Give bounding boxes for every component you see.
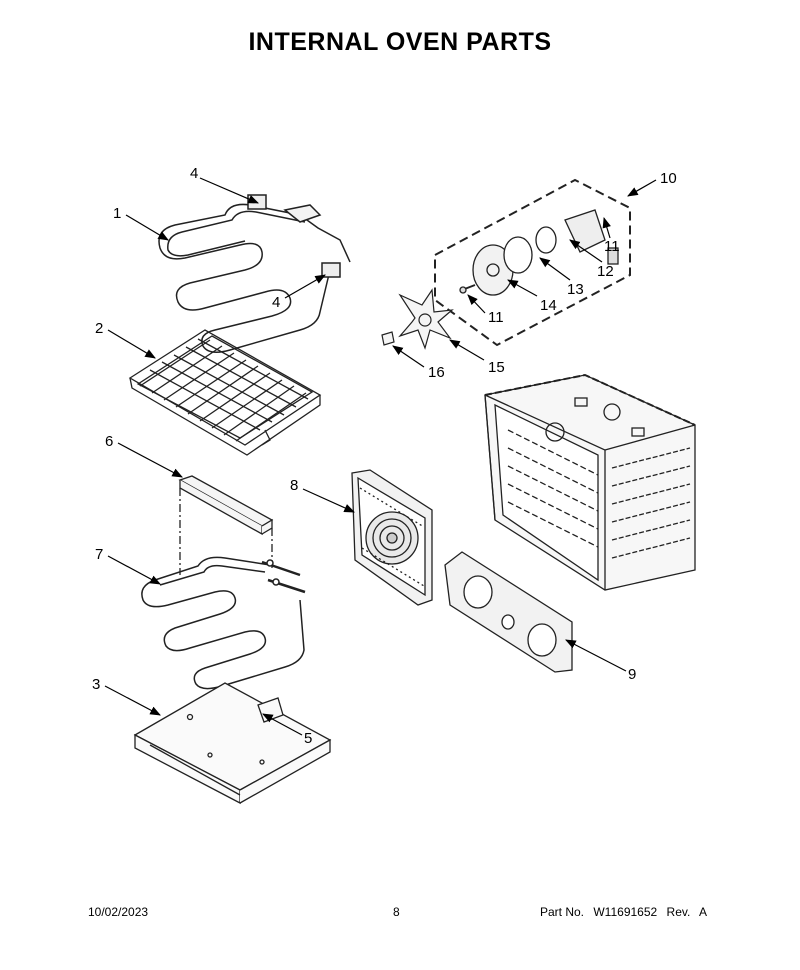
callout-13: 13 <box>567 281 584 298</box>
callout-4-top: 4 <box>190 165 198 182</box>
callout-5: 5 <box>304 730 312 747</box>
footer-part-info: Part No. W11691652 Rev. A <box>540 905 713 919</box>
part-label: Part No. <box>540 905 585 919</box>
callout-7: 7 <box>95 546 103 563</box>
convection-fan-cover <box>351 469 433 606</box>
callout-14: 14 <box>540 297 557 314</box>
callout-9: 9 <box>628 666 636 683</box>
footer-date: 10/02/2023 <box>88 905 149 919</box>
floor-cover <box>133 682 332 805</box>
part-number: W11691652 <box>593 905 658 919</box>
callout-1: 1 <box>113 205 121 222</box>
rev-label: Rev. <box>666 905 691 919</box>
broil-element <box>158 194 351 353</box>
baffle-strip <box>178 475 274 575</box>
page-title: INTERNAL OVEN PARTS <box>248 28 552 56</box>
footer-page-number: 8 <box>393 905 400 919</box>
callout-2: 2 <box>95 320 103 337</box>
insulation-pad <box>444 551 573 673</box>
callout-labels: 4 1 4 2 6 7 3 5 8 9 10 11 12 13 14 11 15… <box>92 165 677 747</box>
callout-8: 8 <box>290 477 298 494</box>
fan-motor-assembly <box>434 178 631 347</box>
oven-cavity <box>484 373 696 591</box>
callout-15: 15 <box>488 359 505 376</box>
callout-11-right: 11 <box>604 238 620 255</box>
callout-3: 3 <box>92 676 100 693</box>
callout-4-bottom: 4 <box>272 294 280 311</box>
bake-element <box>141 556 306 690</box>
callout-11-left: 11 <box>488 309 504 326</box>
callout-10: 10 <box>660 170 677 187</box>
callout-12: 12 <box>597 263 614 280</box>
oven-rack <box>128 329 322 456</box>
fan-blade <box>381 288 454 350</box>
callout-16: 16 <box>428 364 445 381</box>
callout-6: 6 <box>105 433 113 450</box>
leader-lines <box>104 177 657 736</box>
rev-value: A <box>699 905 708 919</box>
